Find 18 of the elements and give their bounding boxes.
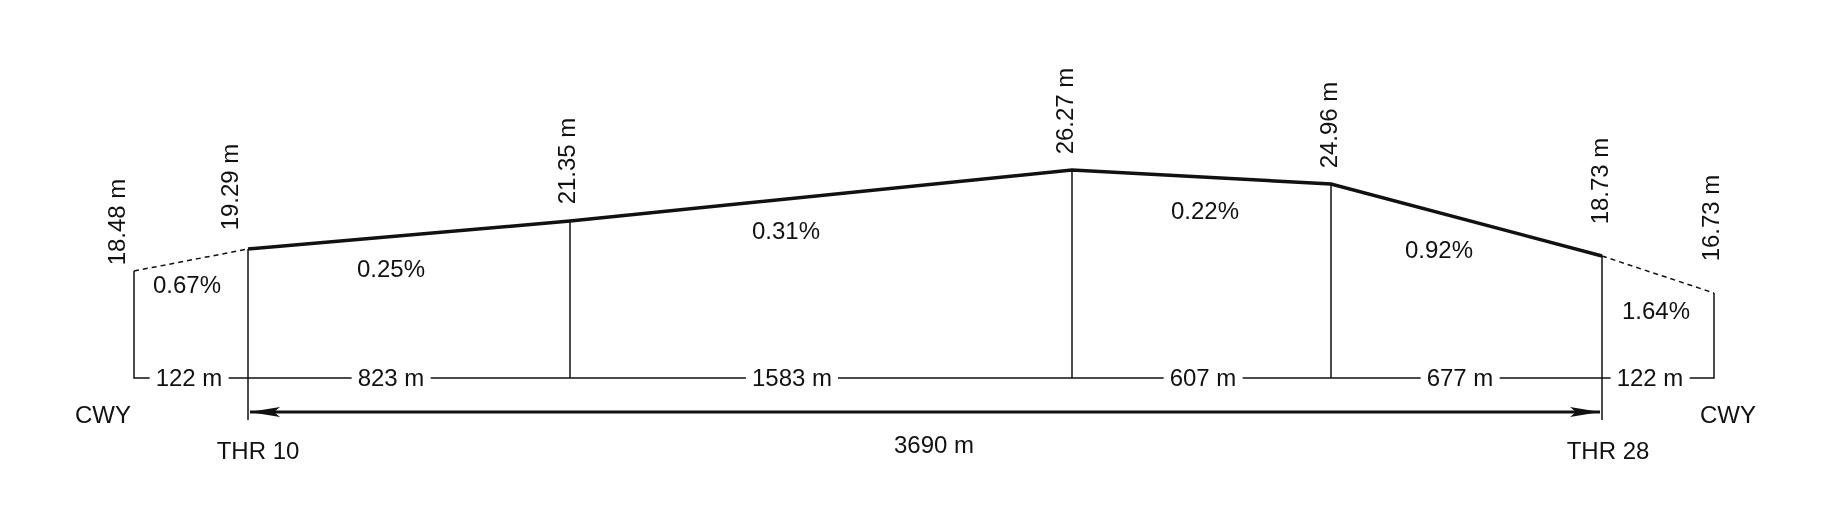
threshold-label: THR 28: [1566, 439, 1650, 463]
clearway-label: CWY: [1700, 403, 1756, 427]
clearway-label: CWY: [75, 403, 131, 427]
gradient-label: 0.22%: [1170, 199, 1240, 223]
elevation-label: 19.29 m: [218, 143, 242, 231]
elevation-label: 18.73 m: [1588, 137, 1612, 225]
threshold-label: THR 10: [216, 439, 300, 463]
elevation-label: 24.96 m: [1317, 81, 1341, 169]
elevation-label: 16.73 m: [1699, 174, 1723, 262]
gradient-label: 0.92%: [1404, 238, 1474, 262]
gradient-label: 0.25%: [356, 257, 426, 281]
gradient-label: 1.64%: [1621, 299, 1691, 323]
elevation-label: 21.35 m: [555, 117, 579, 205]
elevation-label: 26.27 m: [1053, 67, 1077, 155]
gradient-label: 0.67%: [152, 273, 222, 297]
elevation-label: 18.48 m: [105, 178, 129, 266]
total-length-label: 3690 m: [893, 433, 975, 457]
gradient-label: 0.31%: [751, 219, 821, 243]
